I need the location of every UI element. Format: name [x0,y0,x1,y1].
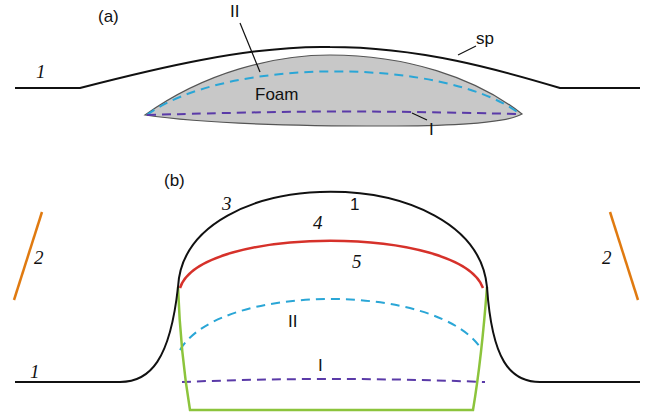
region-label: Foam [255,86,298,103]
leader-line [458,46,476,55]
surface-line [15,192,640,382]
red-curve [180,241,483,288]
callout-number: 4 [313,213,323,232]
curve-label: II [288,313,297,330]
orange-line [610,212,638,300]
callout-number: 1 [350,196,359,213]
curve-label: II [230,3,239,20]
callout-number: 5 [352,252,362,271]
leader-line [240,23,260,72]
leader-line [412,113,427,120]
curve-label: I [429,121,434,138]
callout-number: 3 [222,194,232,213]
callout-number: 1 [36,62,46,81]
dashed-curve [180,299,482,350]
dashed-curve [147,71,520,115]
callout-number: 2 [34,248,44,267]
curve-label: I [318,357,323,374]
dashed-curve [182,379,485,382]
green-outline [178,287,487,410]
callout-number: 1 [30,362,40,381]
panel-label: (a) [98,8,119,25]
dashed-curve [147,111,520,115]
callout-number: 2 [602,248,612,267]
foam-region: Foam [145,52,523,128]
foam-fill [145,55,522,126]
curve-label: sp [476,30,494,47]
foam-shape [145,52,523,128]
panel-label: (b) [164,172,185,189]
